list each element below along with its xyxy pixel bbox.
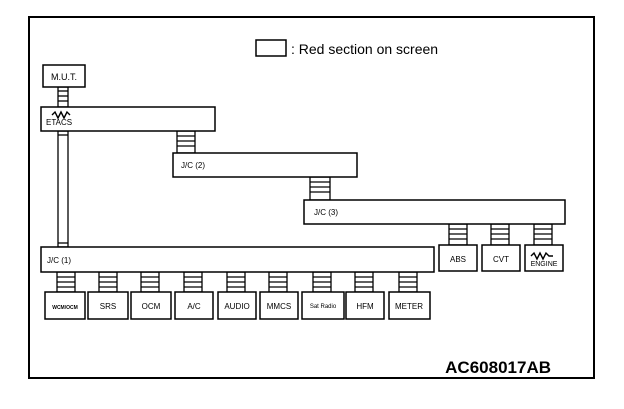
mmcs-node: MMCS: [259, 291, 299, 320]
abs-node: ABS: [438, 244, 478, 272]
jc2-label: J/C (2): [181, 161, 205, 170]
meter-label: METER: [395, 302, 423, 311]
srs-label: SRS: [100, 302, 116, 311]
mut-label: M.U.T.: [51, 72, 77, 82]
jc1-node: J/C (1): [40, 246, 435, 273]
etacs-label: ETACS: [46, 118, 72, 127]
cvt-label: CVT: [493, 255, 509, 264]
ac-label: A/C: [187, 302, 201, 311]
wcm-node: WCM/OCM: [44, 291, 86, 320]
abs-label: ABS: [450, 255, 466, 264]
srs-node: SRS: [87, 291, 129, 320]
figure-id: AC608017AB: [445, 358, 551, 377]
sat-radio-node: Sat Radio: [301, 291, 345, 320]
mmcs-label: MMCS: [267, 302, 291, 311]
ocm-node: OCM: [130, 291, 172, 320]
mut-node: M.U.T.: [42, 64, 86, 88]
engine-node: ENGINE: [524, 244, 564, 272]
audio-label: AUDIO: [224, 302, 249, 311]
resistor-icon: [530, 251, 553, 261]
meter-node: METER: [388, 291, 431, 320]
jc3-node: J/C (3): [303, 199, 566, 225]
resistor-icon: [51, 110, 71, 120]
jc2-node: J/C (2): [172, 152, 358, 178]
wcm-label: WCM/OCM: [52, 305, 78, 311]
jc3-label: J/C (3): [314, 208, 338, 217]
jc1-label: J/C (1): [47, 256, 71, 265]
hfm-label: HFM: [356, 302, 374, 311]
legend-swatch: [255, 39, 287, 57]
etacs-node: ETACS: [40, 106, 216, 132]
cvt-node: CVT: [481, 244, 521, 272]
engine-label: ENGINE: [531, 261, 558, 268]
ac-node: A/C: [174, 291, 214, 320]
hfm-node: HFM: [345, 291, 385, 320]
ocm-label: OCM: [142, 302, 161, 311]
audio-node: AUDIO: [217, 291, 257, 320]
outer-frame: [28, 16, 595, 379]
legend-text: : Red section on screen: [291, 41, 438, 57]
sat-radio-label: Sat Radio: [310, 304, 337, 310]
